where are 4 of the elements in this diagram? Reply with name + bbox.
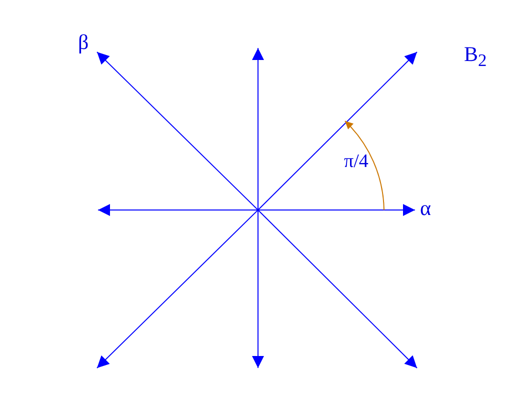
vector-label: B$_{2}$	[464, 44, 487, 70]
angle-label: π/4	[344, 152, 368, 171]
vector-label: β	[78, 32, 89, 53]
vector-label: α	[420, 198, 432, 219]
